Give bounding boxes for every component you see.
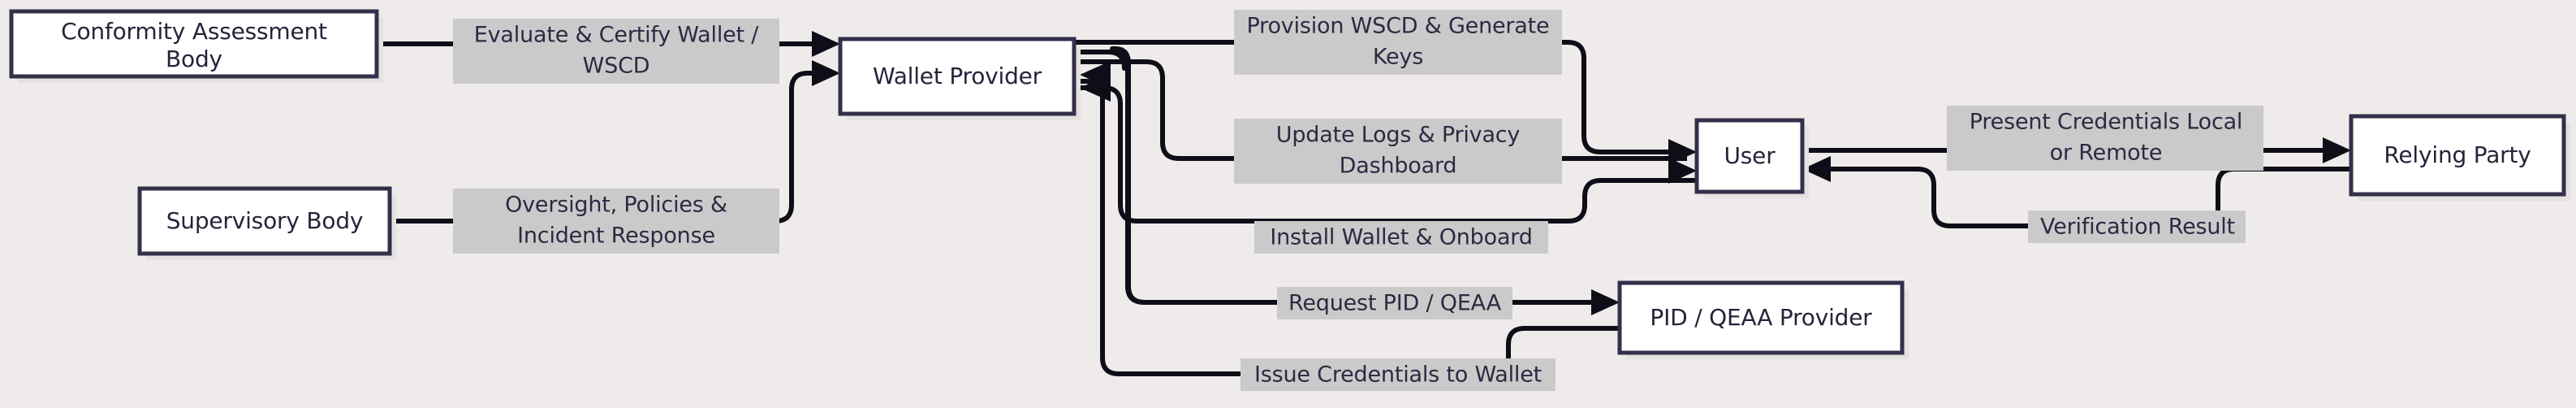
node-user[interactable]: User <box>1694 118 1805 194</box>
edge-label-rp-to-user-verification: Verification Result <box>2028 211 2246 243</box>
edge-arrowhead-cab-to-wp <box>812 31 840 57</box>
edge-arrowhead-wp-to-user-logs <box>1668 158 1697 184</box>
node-layer: Conformity Assessment Body Supervisory B… <box>9 9 2566 355</box>
edge-arrowhead-sb-to-wp <box>812 60 840 86</box>
node-supervisory-body[interactable]: Supervisory Body <box>137 186 392 256</box>
edge-label-box-wp-to-user-logs <box>1234 119 1562 184</box>
node-label-conformity-assessment-body-line1: Conformity Assessment <box>61 18 327 45</box>
edge-label-box-user-to-wp-install <box>1254 221 1548 254</box>
node-rect-supervisory-body[interactable] <box>137 186 392 256</box>
node-relying-party[interactable]: Relying Party <box>2349 114 2566 197</box>
node-label-pid-qeaa-provider: PID / QEAA Provider <box>1650 304 1872 331</box>
edge-label-text-cab-to-wp-line2: WSCD <box>583 54 650 79</box>
edge-label-pid-to-wp-issue: Issue Credentials to Wallet <box>1241 358 1556 391</box>
edge-label-text-user-to-rp-present-line2: or Remote <box>2050 141 2163 166</box>
edge-label-user-to-wp-install: Install Wallet & Onboard <box>1254 221 1548 254</box>
edge-label-box-cab-to-wp <box>453 19 779 84</box>
node-rect-conformity-assessment-body[interactable] <box>9 9 379 79</box>
edge-path-wp-to-user-provision <box>1076 40 1687 154</box>
edge-arrowhead-rp-to-user-verification <box>1802 156 1831 182</box>
edge-path-sb-to-wp <box>391 71 830 224</box>
edge-arrowhead-wp-to-pid-request <box>1591 289 1620 315</box>
node-label-conformity-assessment-body-line2: Body <box>166 46 222 72</box>
edge-label-box-pid-to-wp-issue <box>1241 358 1556 391</box>
node-label-supervisory-body: Supervisory Body <box>166 207 364 234</box>
edge-label-text-sb-to-wp-line1: Oversight, Policies & <box>505 193 727 218</box>
edge-label-text-cab-to-wp-line1: Evaluate & Certify Wallet / <box>474 23 760 48</box>
edge-label-text-wp-to-user-logs-line2: Dashboard <box>1340 154 1457 179</box>
node-label-wallet-provider: Wallet Provider <box>873 63 1042 89</box>
node-rect-wallet-provider[interactable] <box>838 37 1077 116</box>
edge-label-wp-to-user-provision: Provision WSCD & Generate Keys <box>1234 10 1562 75</box>
edge-arrowhead-pid-to-wp-issue <box>1080 61 1111 89</box>
edge-label-user-to-rp-present: Present Credentials Local or Remote <box>1947 106 2263 171</box>
node-rect-pid-qeaa-provider[interactable] <box>1617 280 1905 355</box>
node-wallet-provider[interactable]: Wallet Provider <box>838 37 1077 116</box>
node-label-relying-party: Relying Party <box>2384 141 2531 168</box>
node-pid-qeaa-provider[interactable]: PID / QEAA Provider <box>1617 280 1905 355</box>
edge-label-text-pid-to-wp-issue: Issue Credentials to Wallet <box>1254 362 1542 388</box>
node-conformity-assessment-body[interactable]: Conformity Assessment Body <box>9 9 379 79</box>
edge-path-wp-to-user-logs <box>1076 59 1687 161</box>
edge-label-text-wp-to-pid-request: Request PID / QEAA <box>1288 291 1502 316</box>
edge-label-text-user-to-rp-present-line1: Present Credentials Local <box>1970 110 2242 135</box>
edge-label-layer: Evaluate & Certify Wallet / WSCD Oversig… <box>453 10 2263 391</box>
edge-label-wp-to-user-logs: Update Logs & Privacy Dashboard <box>1234 119 1562 184</box>
node-rect-user[interactable] <box>1694 118 1805 194</box>
edge-label-box-rp-to-user-verification <box>2028 211 2246 243</box>
edge-label-box-user-to-rp-present <box>1947 106 2263 171</box>
edge-label-text-sb-to-wp-line2: Incident Response <box>517 224 715 249</box>
node-label-user: User <box>1724 142 1776 169</box>
edge-label-text-wp-to-user-provision-line2: Keys <box>1373 45 1423 70</box>
edge-label-text-rp-to-user-verification: Verification Result <box>2040 215 2235 240</box>
node-rect-relying-party[interactable] <box>2349 114 2566 197</box>
edge-label-text-wp-to-user-provision-line1: Provision WSCD & Generate <box>1247 14 1550 39</box>
edge-label-text-wp-to-user-logs-line1: Update Logs & Privacy <box>1276 123 1521 148</box>
edge-label-box-wp-to-user-provision <box>1234 10 1562 75</box>
edge-label-box-sb-to-wp <box>453 189 779 254</box>
edge-path-wp-to-pid-request-main <box>1076 50 1609 305</box>
edge-label-cab-to-wp: Evaluate & Certify Wallet / WSCD <box>453 19 779 84</box>
edge-arrowhead-user-to-rp-present <box>2323 137 2351 163</box>
edge-label-box-wp-to-pid-request <box>1277 287 1512 319</box>
edge-label-text-user-to-wp-install: Install Wallet & Onboard <box>1270 225 1532 250</box>
edge-label-wp-to-pid-request: Request PID / QEAA <box>1277 287 1512 319</box>
edge-label-sb-to-wp: Oversight, Policies & Incident Response <box>453 189 779 254</box>
